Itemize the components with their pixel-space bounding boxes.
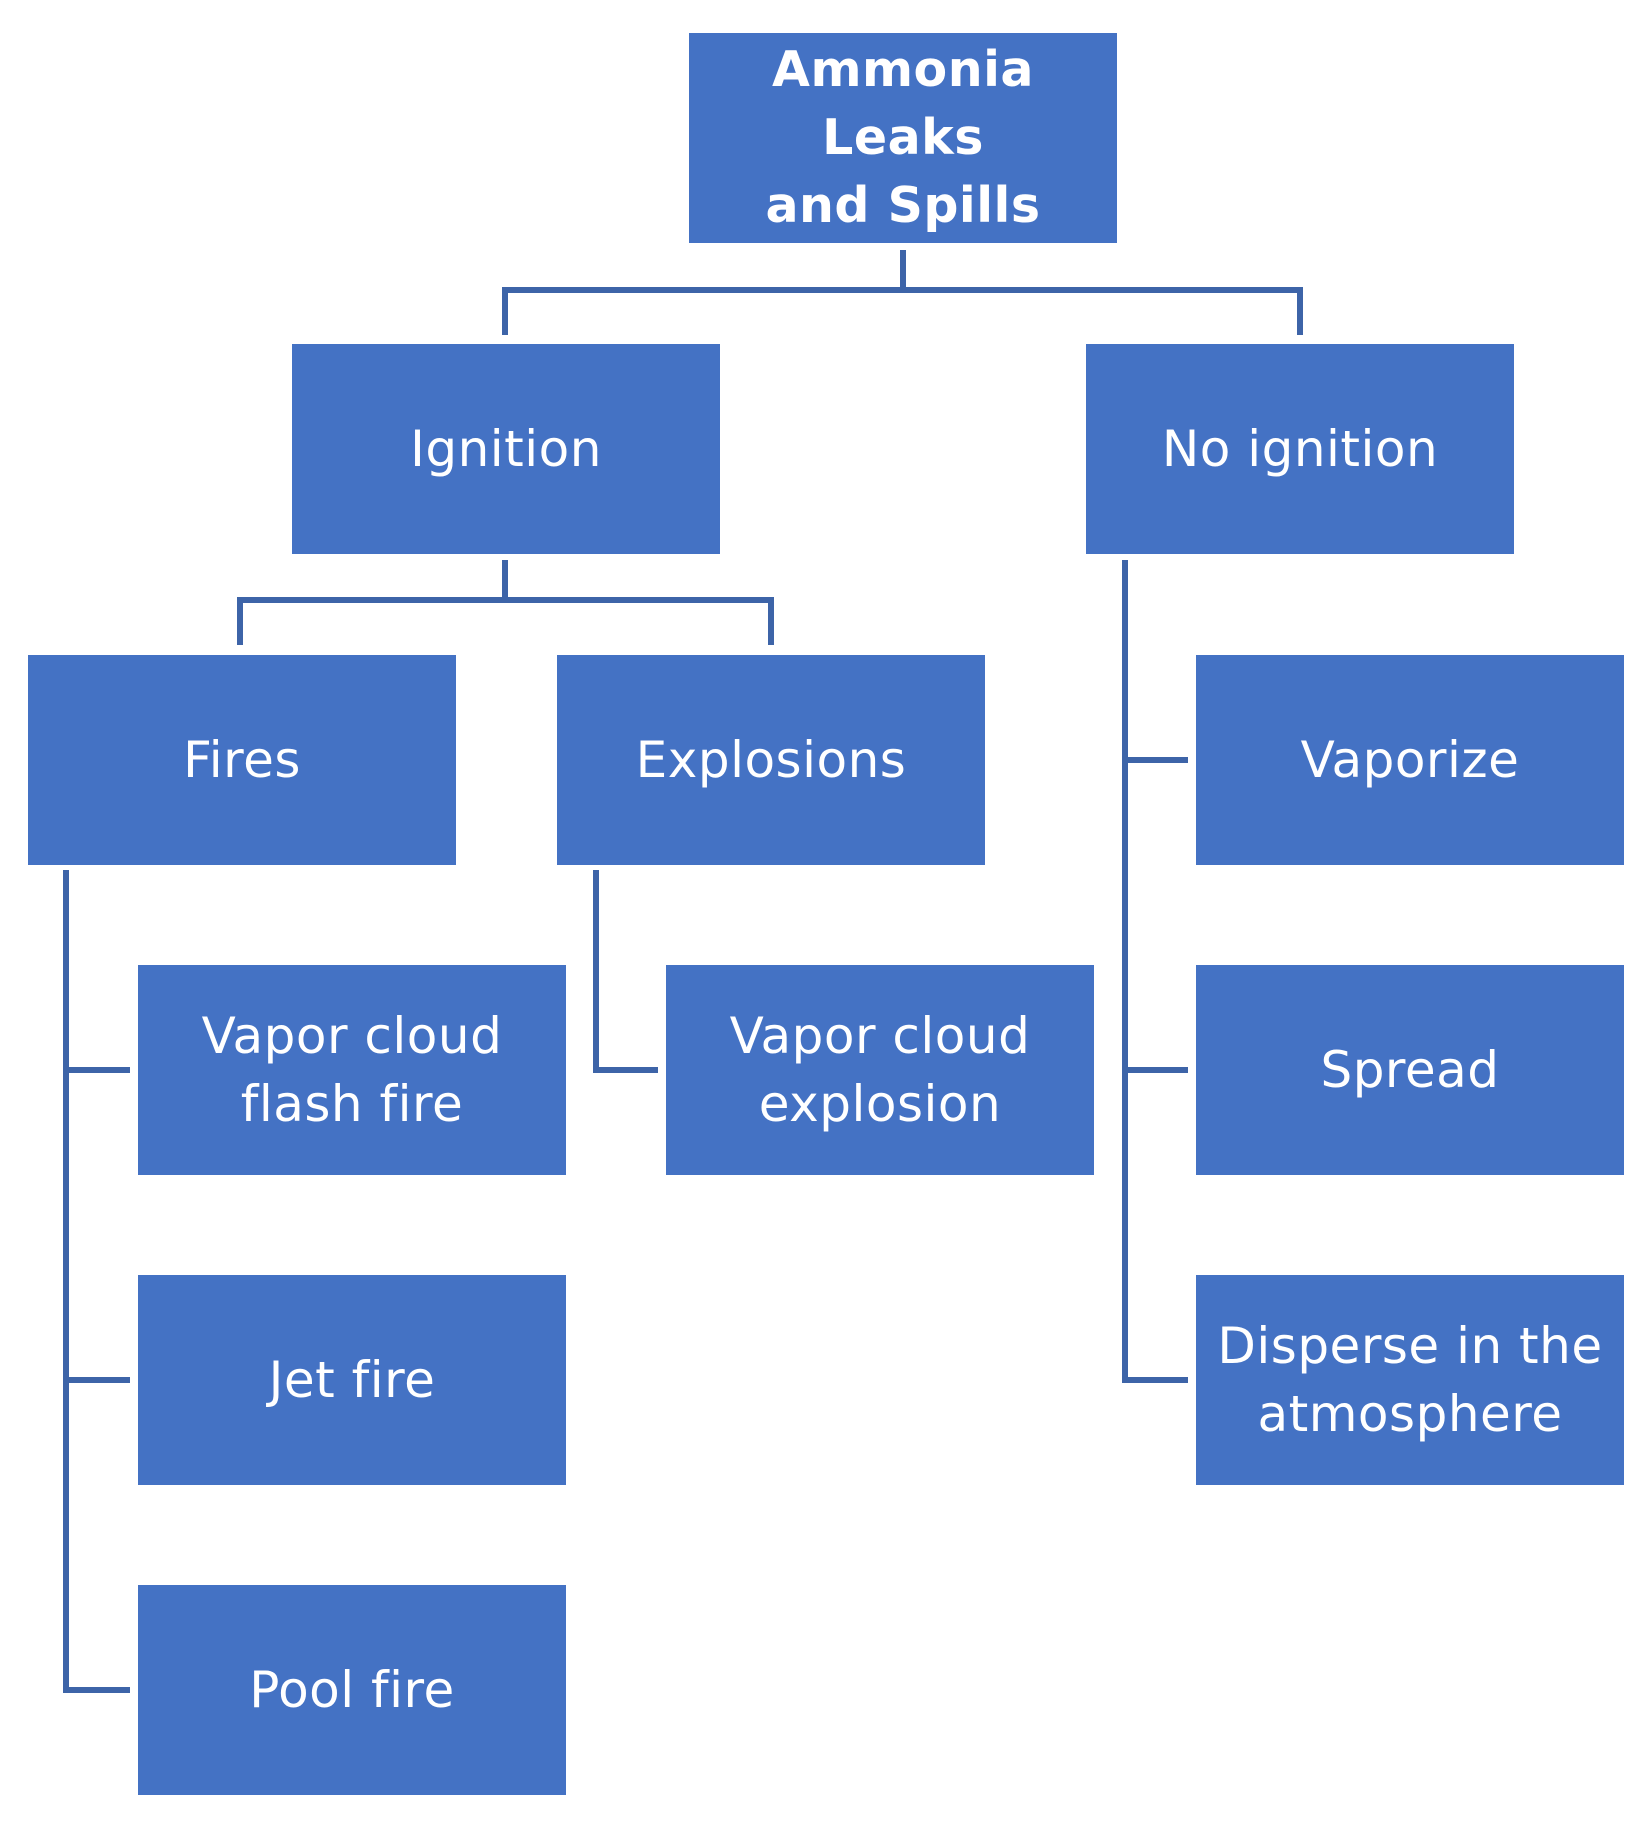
node-ammonia-leaks-and-spills: Ammonia Leaks and Spills xyxy=(689,33,1117,243)
node-vaporize: Vaporize xyxy=(1196,655,1624,865)
node-vapor-cloud-explosion: Vapor cloud explosion xyxy=(666,965,1094,1175)
node-disperse-in-the-atmosphere: Disperse in the atmosphere xyxy=(1196,1275,1624,1485)
node-fires: Fires xyxy=(28,655,456,865)
node-vapor-cloud-flash-fire: Vapor cloud flash fire xyxy=(138,965,566,1175)
node-label: Fires xyxy=(183,731,301,789)
node-jet-fire: Jet fire xyxy=(138,1275,566,1485)
node-label: Disperse in the atmosphere xyxy=(1217,1312,1602,1448)
connector-root-to-ignition-and-no-ignition xyxy=(502,250,1303,335)
node-explosions: Explosions xyxy=(557,655,985,865)
connector-no-ignition-to-children xyxy=(1122,560,1188,1383)
node-label-line: Vapor cloud xyxy=(729,1007,1031,1065)
node-label-line: atmosphere xyxy=(1257,1385,1563,1443)
node-label-line: flash fire xyxy=(240,1075,464,1133)
connector-fires-to-children xyxy=(63,870,130,1693)
node-spread: Spread xyxy=(1196,965,1624,1175)
node-label: Explosions xyxy=(635,731,907,789)
node-label: Ammonia Leaks and Spills xyxy=(695,36,1111,240)
node-label: Vapor cloud explosion xyxy=(730,1002,1031,1138)
node-label-line: Ammonia Leaks xyxy=(772,41,1034,166)
node-label: Ignition xyxy=(410,420,602,478)
node-label: Pool fire xyxy=(249,1661,455,1719)
node-label-line: and Spills xyxy=(765,177,1041,234)
node-label: Vaporize xyxy=(1300,731,1520,789)
node-label-line: Vapor cloud xyxy=(201,1007,503,1065)
connector-explosions-to-vce xyxy=(593,870,658,1073)
node-ignition: Ignition xyxy=(292,344,720,554)
node-label: Spread xyxy=(1320,1041,1500,1099)
node-pool-fire: Pool fire xyxy=(138,1585,566,1795)
node-label: No ignition xyxy=(1161,420,1439,478)
connector-ignition-to-fires-and-explosions xyxy=(237,560,774,645)
node-label-line: explosion xyxy=(758,1075,1002,1133)
node-label-line: Disperse in the xyxy=(1217,1317,1603,1375)
node-label: Vapor cloud flash fire xyxy=(202,1002,503,1138)
node-no-ignition: No ignition xyxy=(1086,344,1514,554)
node-label: Jet fire xyxy=(268,1351,436,1409)
